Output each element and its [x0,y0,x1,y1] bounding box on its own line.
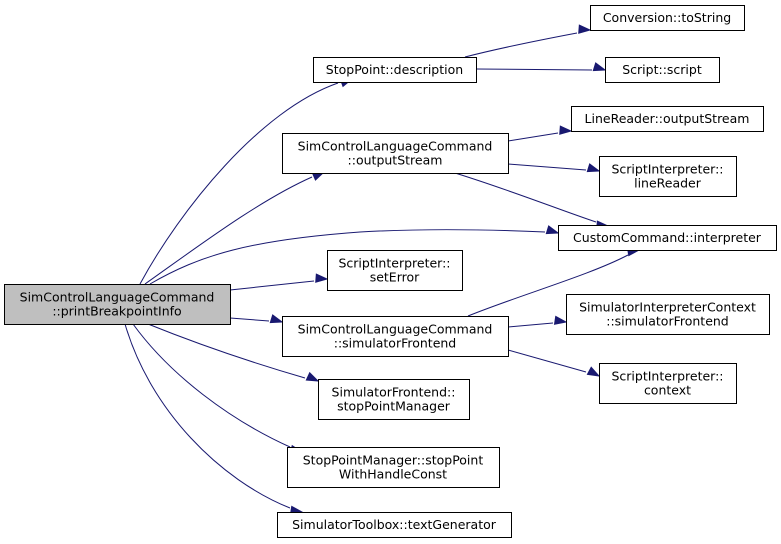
edge-line [507,349,587,373]
edge-line [507,163,587,171]
node-label: setError [370,270,420,285]
node-label: ::printBreakpointInfo [52,304,181,319]
node-label: WithHandleConst [339,467,447,482]
edge-scl_outputstream-to-customcommand_interpreter [454,172,610,230]
node-label: CustomCommand::interpreter [573,230,762,245]
node-label: ::simulatorFrontend [334,336,457,351]
node-box[interactable] [277,512,512,538]
edge-stoppoint_description-to-script_script [475,62,607,72]
node-label: ScriptInterpreter:: [611,369,723,384]
node-label: stopPointManager [337,399,451,414]
edge-stoppoint_description-to-conversion_tostring [464,24,592,58]
node-scriptinterpreter-seterror[interactable]: ScriptInterpreter::setError [327,250,463,291]
node-box[interactable] [599,156,737,197]
edge-root-to-stoppointmanager_stoppoint [132,323,304,455]
edge-line [467,254,629,317]
edge-arrowhead [578,24,592,34]
node-scriptinterpreter-linereader[interactable]: ScriptInterpreter::lineReader [599,156,737,197]
node-box[interactable] [599,363,737,404]
node-label: ScriptInterpreter:: [611,162,723,177]
node-box[interactable] [605,57,720,83]
edge-arrowhead [545,225,560,235]
edge-arrowhead [269,314,284,324]
node-box[interactable] [282,133,509,174]
node-linereader-outputstream[interactable]: LineReader::outputStream [571,106,764,132]
node-box[interactable] [282,316,509,357]
edge-root-to-simulatortoolbox_textgenerator [124,323,304,515]
node-stoppointmanager-stoppoint[interactable]: StopPointManager::stopPointWithHandleCon… [287,447,500,488]
edge-scl_outputstream-to-scriptinterpreter_linereader [507,163,601,173]
node-stoppoint-description[interactable]: StopPoint::description [313,57,477,83]
edge-arrowhead [592,62,607,72]
node-label: context [644,383,691,398]
edge-line [144,176,313,285]
edge-line [147,323,306,379]
edge-line [507,322,554,328]
edge-arrowhead [586,366,601,377]
edge-line [132,323,291,448]
node-box[interactable] [313,57,477,83]
node-box[interactable] [327,250,463,291]
node-simulatortoolbox-textgenerator[interactable]: SimulatorToolbox::textGenerator [277,512,512,538]
node-box[interactable] [287,447,500,488]
edge-root-to-stoppoint_description [139,78,354,285]
node-box[interactable] [4,284,231,325]
node-box[interactable] [566,294,770,335]
node-scl-outputstream[interactable]: SimControlLanguageCommand::outputStream [282,133,509,174]
edge-line [454,172,597,223]
node-script-script[interactable]: Script::script [605,57,720,83]
node-label: Script::script [622,62,702,77]
node-label: SimulatorInterpreterContext [579,300,756,315]
nodes-layer: SimControlLanguageCommand::printBreakpoi… [4,5,777,538]
edge-arrowhead [586,163,601,173]
node-label: lineReader [634,176,702,191]
edge-arrowhead [305,371,320,382]
edge-root-to-scriptinterpreter_seterror [229,273,329,291]
edge-arrowhead [553,315,568,325]
edge-scl_simulatorfrontend-to-simulatorinterpretercontext_simulatorfrontend [507,315,568,328]
edge-line [124,323,291,509]
node-scl-simulatorfrontend[interactable]: SimControlLanguageCommand::simulatorFron… [282,316,509,357]
node-label: SimControlLanguageCommand [298,322,493,337]
node-box[interactable] [318,379,470,420]
node-conversion-tostring[interactable]: Conversion::toString [590,5,745,31]
edge-arrowhead [315,273,329,283]
node-root[interactable]: SimControlLanguageCommand::printBreakpoi… [4,284,231,325]
node-simulatorfrontend-stoppointmanager[interactable]: SimulatorFrontend::stopPointManager [318,379,470,420]
node-label: SimulatorFrontend:: [332,385,456,400]
node-label: SimControlLanguageCommand [298,139,493,154]
node-label: ::simulatorFrontend [606,314,729,329]
edge-scl_simulatorfrontend-to-scriptinterpreter_context [507,349,601,377]
node-scriptinterpreter-context[interactable]: ScriptInterpreter::context [599,363,737,404]
node-label: SimControlLanguageCommand [20,290,215,305]
edge-line [149,229,546,285]
edge-line [464,32,578,58]
edge-root-to-scl_simulatorfrontend [229,314,284,324]
edge-line [229,317,270,322]
edge-root-to-customcommand_interpreter [149,225,560,285]
node-label: LineReader::outputStream [585,111,750,126]
node-simulatorinterpretercontext-simulatorfrontend[interactable]: SimulatorInterpreterContext::simulatorFr… [566,294,770,335]
node-box[interactable] [558,225,777,251]
edge-root-to-scl_outputstream [144,171,326,285]
edge-root-to-simulatorfrontend_stoppointmanager [147,323,320,382]
node-label: SimulatorToolbox::textGenerator [292,517,497,532]
node-label: StopPointManager::stopPoint [303,453,484,468]
edge-line [229,280,315,291]
node-label: Conversion::toString [603,10,731,25]
node-label: ::outputStream [348,153,443,168]
edge-line [139,82,339,285]
node-label: ScriptInterpreter:: [338,256,450,271]
edge-arrowhead [559,125,573,135]
node-customcommand-interpreter[interactable]: CustomCommand::interpreter [558,225,777,251]
edge-line [507,132,559,142]
edge-scl_outputstream-to-linereader_outputstream [507,125,573,142]
edge-line [475,68,593,71]
node-box[interactable] [571,106,764,132]
node-label: StopPoint::description [326,62,463,77]
node-box[interactable] [590,5,745,31]
